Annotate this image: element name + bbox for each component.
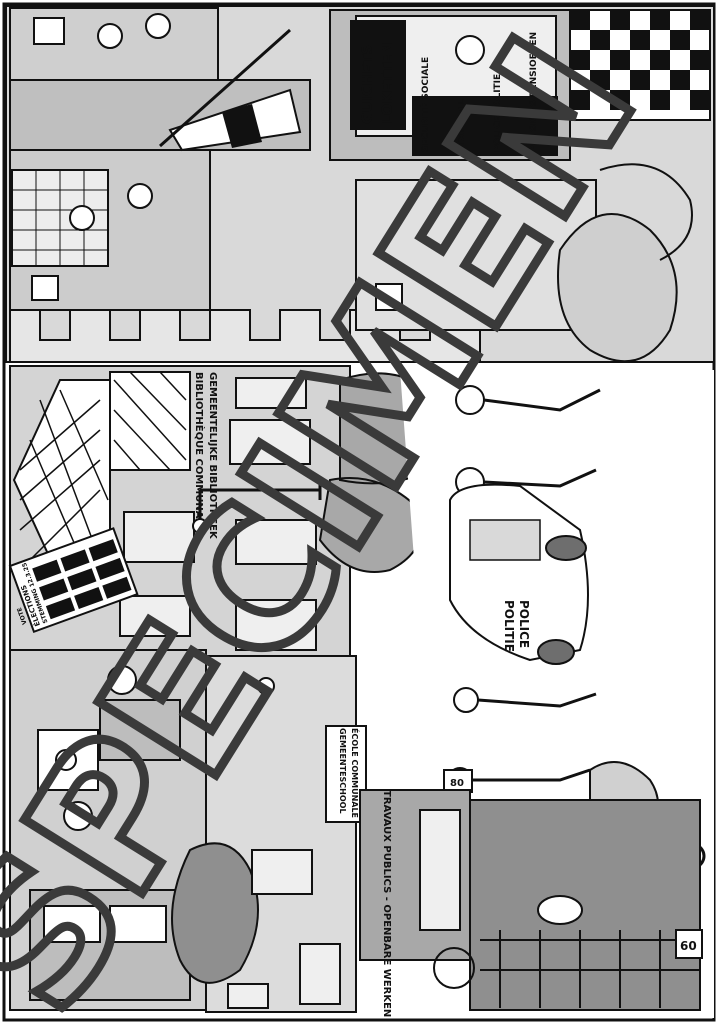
services-board [412, 96, 558, 156]
school-shrub [171, 842, 259, 984]
service-police: POLICE POLITIE [493, 74, 503, 152]
checkered-floor [569, 9, 711, 121]
school-building: GEMEENTESCHOOL ÉCOLE COMMUNALE [171, 655, 367, 1013]
truck-lettering: TRAVAUX PUBLICS - OPENBARE WERKEN [381, 790, 392, 1017]
truck-plate [675, 929, 703, 959]
office-worker-1 [107, 665, 137, 695]
upper-window [235, 377, 307, 409]
police-car: POLICE POLITIE [449, 483, 589, 665]
notice-frame [375, 283, 403, 311]
potted-plants [557, 213, 678, 363]
service-civil: ÉTAT CIVIL [455, 99, 467, 152]
school-window-3 [299, 943, 341, 1005]
school-window-1 [251, 849, 313, 895]
loketten-sign: LOKETTEN [380, 43, 396, 124]
guichets-sign-box [350, 20, 406, 130]
library-window-1 [229, 419, 311, 465]
office-worker-3 [55, 749, 77, 771]
school-window-2 [227, 983, 269, 1009]
service-social: SECURITÉ SOCIALE [419, 57, 431, 152]
guichets-sign: GUICHETS [360, 45, 376, 124]
truck-plate-number: 60 [680, 939, 697, 953]
child-with-placard [453, 687, 479, 713]
building-window-5 [119, 595, 191, 637]
library-sign-nl: GEMEENTELIJKE BIBLIOTHEEK [207, 372, 218, 540]
office-desk [99, 699, 181, 761]
clerk-figure [97, 23, 123, 49]
wall-portrait [31, 275, 59, 301]
wall-clock [257, 677, 275, 695]
public-works-truck: TRAVAUX PUBLICS - OPENBARE WERKEN 60 [359, 789, 703, 1017]
street-lamp [198, 480, 322, 520]
bearded-man [69, 205, 95, 231]
bicycle-wheel [433, 947, 475, 989]
town-hall-panel: GUICHETS LOKETTEN SECURITÉ SOCIALE ÉTAT … [5, 5, 715, 363]
school-sign-nl: GEMEENTESCHOOL [338, 728, 347, 814]
library-window-2 [235, 519, 317, 565]
building-window-4 [123, 511, 195, 563]
library-sign-fr: BIBLIOTHÈQUE COMMUNALE [193, 372, 206, 532]
counter-clerk [455, 35, 485, 65]
office-interior-panel [9, 649, 207, 1011]
library-window-3 [235, 599, 317, 651]
school-sign-fr: ÉCOLE COMMUNALE [350, 728, 361, 818]
police-car-label-nl: POLITIE [502, 600, 516, 652]
office-worker-2 [63, 801, 93, 831]
service-pensions: PENSIONS PENSIOENEN [529, 32, 539, 152]
portrait-frame [33, 17, 65, 45]
police-car-label-fr: POLICE [517, 600, 531, 648]
sticker-text: 80 [450, 778, 464, 789]
woman-with-dog [127, 183, 153, 209]
visitor-figure [145, 13, 171, 39]
